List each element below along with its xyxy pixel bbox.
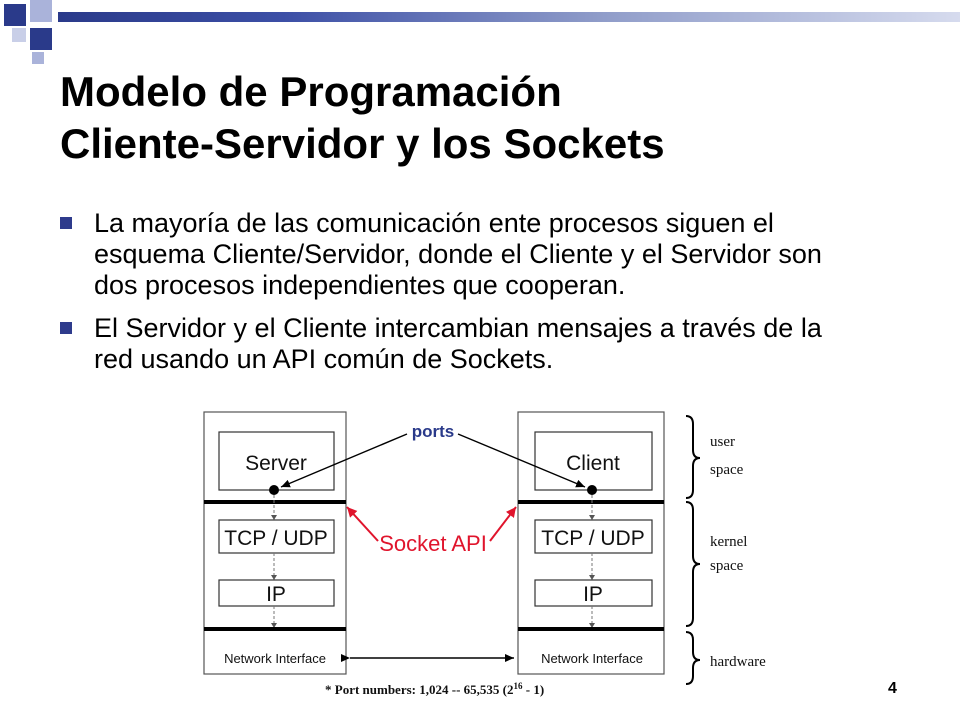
- page-number: 4: [888, 680, 897, 697]
- socket-api-arrow-client: [489, 506, 517, 542]
- decor-square-2: [30, 0, 52, 22]
- client-label: Client: [566, 452, 620, 475]
- client-port-dot: [587, 485, 597, 495]
- port-numbers-prefix: * Port numbers: 1,024 -- 65,535 (2: [325, 682, 513, 697]
- socket-api-arrow-server: [346, 506, 379, 542]
- kernel-space-label-1: kernel: [710, 534, 747, 550]
- kernel-space-brace: [685, 501, 701, 627]
- square-bullet-icon: [60, 217, 72, 229]
- title-line-2: Cliente-Servidor y los Sockets: [60, 120, 665, 167]
- bullet-text: La mayoría de las comunicación ente proc…: [94, 208, 822, 300]
- decor-square-3: [12, 28, 26, 42]
- user-space-label-1: user: [710, 434, 735, 450]
- client-network-interface-label: Network Interface: [541, 651, 643, 666]
- square-bullet-icon: [60, 322, 72, 334]
- port-numbers-exponent: 16: [513, 681, 523, 691]
- kernel-space-label-2: space: [710, 558, 744, 574]
- socket-api-label: Socket API: [379, 531, 487, 556]
- bullet-item: El Servidor y el Cliente intercambian me…: [60, 313, 850, 375]
- hardware-label: hardware: [710, 654, 766, 670]
- decor-square-4: [30, 28, 52, 50]
- server-port-dot: [269, 485, 279, 495]
- bullet-text: El Servidor y el Cliente intercambian me…: [94, 313, 822, 374]
- server-ip-box: [218, 579, 335, 607]
- server-label: Server: [245, 452, 307, 475]
- port-numbers-suffix: - 1): [522, 682, 544, 697]
- hardware-brace: [685, 631, 701, 685]
- decor-square-1: [4, 4, 26, 26]
- port-numbers-footnote: * Port numbers: 1,024 -- 65,535 (216 - 1…: [325, 681, 544, 697]
- header-gradient-bar: [58, 12, 960, 22]
- title-line-1: Modelo de Programación: [60, 68, 562, 115]
- client-ip-box: [534, 579, 653, 607]
- user-space-brace: [685, 415, 701, 499]
- ports-label: ports: [412, 422, 455, 441]
- server-tcp-udp-label: TCP / UDP: [224, 527, 327, 550]
- client-tcp-udp-label: TCP / UDP: [541, 527, 644, 550]
- ports-arrow-server: [280, 433, 408, 488]
- ports-arrow-client: [457, 433, 586, 488]
- bullet-list: La mayoría de las comunicación ente proc…: [60, 208, 850, 387]
- client-process-box: [534, 431, 653, 491]
- client-ip-label: IP: [583, 583, 603, 606]
- slide-title: Modelo de Programación Cliente-Servidor …: [60, 66, 920, 170]
- user-space-label-2: space: [710, 462, 744, 478]
- server-ip-label: IP: [266, 583, 286, 606]
- decor-square-5: [32, 52, 44, 64]
- server-tcp-udp-box: [218, 519, 335, 554]
- bullet-item: La mayoría de las comunicación ente proc…: [60, 208, 850, 301]
- client-tcp-udp-box: [534, 519, 653, 554]
- server-network-interface-label: Network Interface: [224, 651, 326, 666]
- server-process-box: [218, 431, 335, 491]
